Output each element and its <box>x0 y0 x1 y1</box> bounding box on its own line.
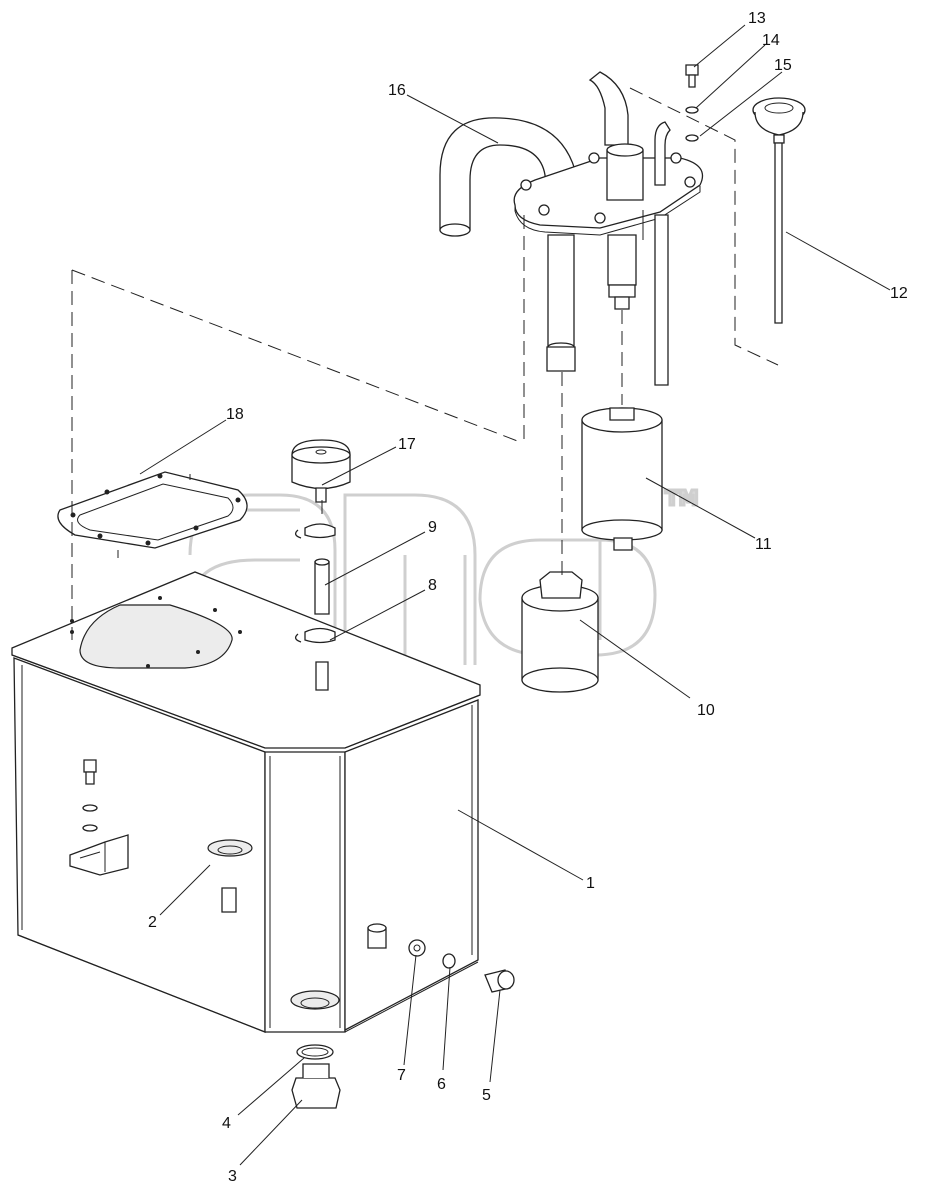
leader-lines <box>139 24 891 1166</box>
callout-9: 9 <box>428 519 437 536</box>
callout-8: 8 <box>428 577 437 594</box>
callout-5: 5 <box>482 1087 491 1104</box>
callout-labels: 1 2 3 4 5 6 7 8 9 10 11 12 13 14 15 16 1… <box>148 10 908 1185</box>
callout-12: 12 <box>890 285 908 302</box>
callout-4: 4 <box>222 1115 231 1132</box>
callout-16: 16 <box>388 82 406 99</box>
side-port-fittings <box>367 923 515 993</box>
clamp-8a <box>304 523 336 539</box>
bolt-13 <box>685 64 699 76</box>
cover-fasteners <box>685 64 699 142</box>
drain-plug-3 <box>291 1077 341 1109</box>
washer-14 <box>685 106 699 114</box>
clamp-8b <box>304 627 336 644</box>
callout-6: 6 <box>437 1076 446 1093</box>
callout-10: 10 <box>697 702 715 719</box>
washer-7 <box>408 939 426 957</box>
dipstick-12 <box>752 97 806 324</box>
callout-13: 13 <box>748 10 766 27</box>
watermark-logo: TM <box>188 485 700 667</box>
tank-cover-assembly <box>439 71 704 386</box>
gasket-18 <box>57 471 248 558</box>
callout-3: 3 <box>228 1168 237 1185</box>
callout-17: 17 <box>398 436 416 453</box>
breather-assembly <box>291 439 351 691</box>
washer-15 <box>685 134 699 142</box>
callout-14: 14 <box>762 32 780 49</box>
o-ring-4 <box>296 1044 334 1060</box>
hose-9 <box>314 561 330 615</box>
callout-1: 1 <box>586 875 595 892</box>
washer-6 <box>442 953 456 969</box>
callout-15: 15 <box>774 57 792 74</box>
drain-plug-parts <box>291 1044 341 1109</box>
callout-18: 18 <box>226 406 244 423</box>
callout-11: 11 <box>755 536 772 553</box>
callout-7: 7 <box>397 1067 406 1084</box>
suction-strainer-10 <box>521 571 599 693</box>
callout-2: 2 <box>148 914 157 931</box>
filter-element-11 <box>581 407 663 551</box>
alignment-lines <box>71 87 779 640</box>
hydraulic-tank <box>11 571 481 1033</box>
